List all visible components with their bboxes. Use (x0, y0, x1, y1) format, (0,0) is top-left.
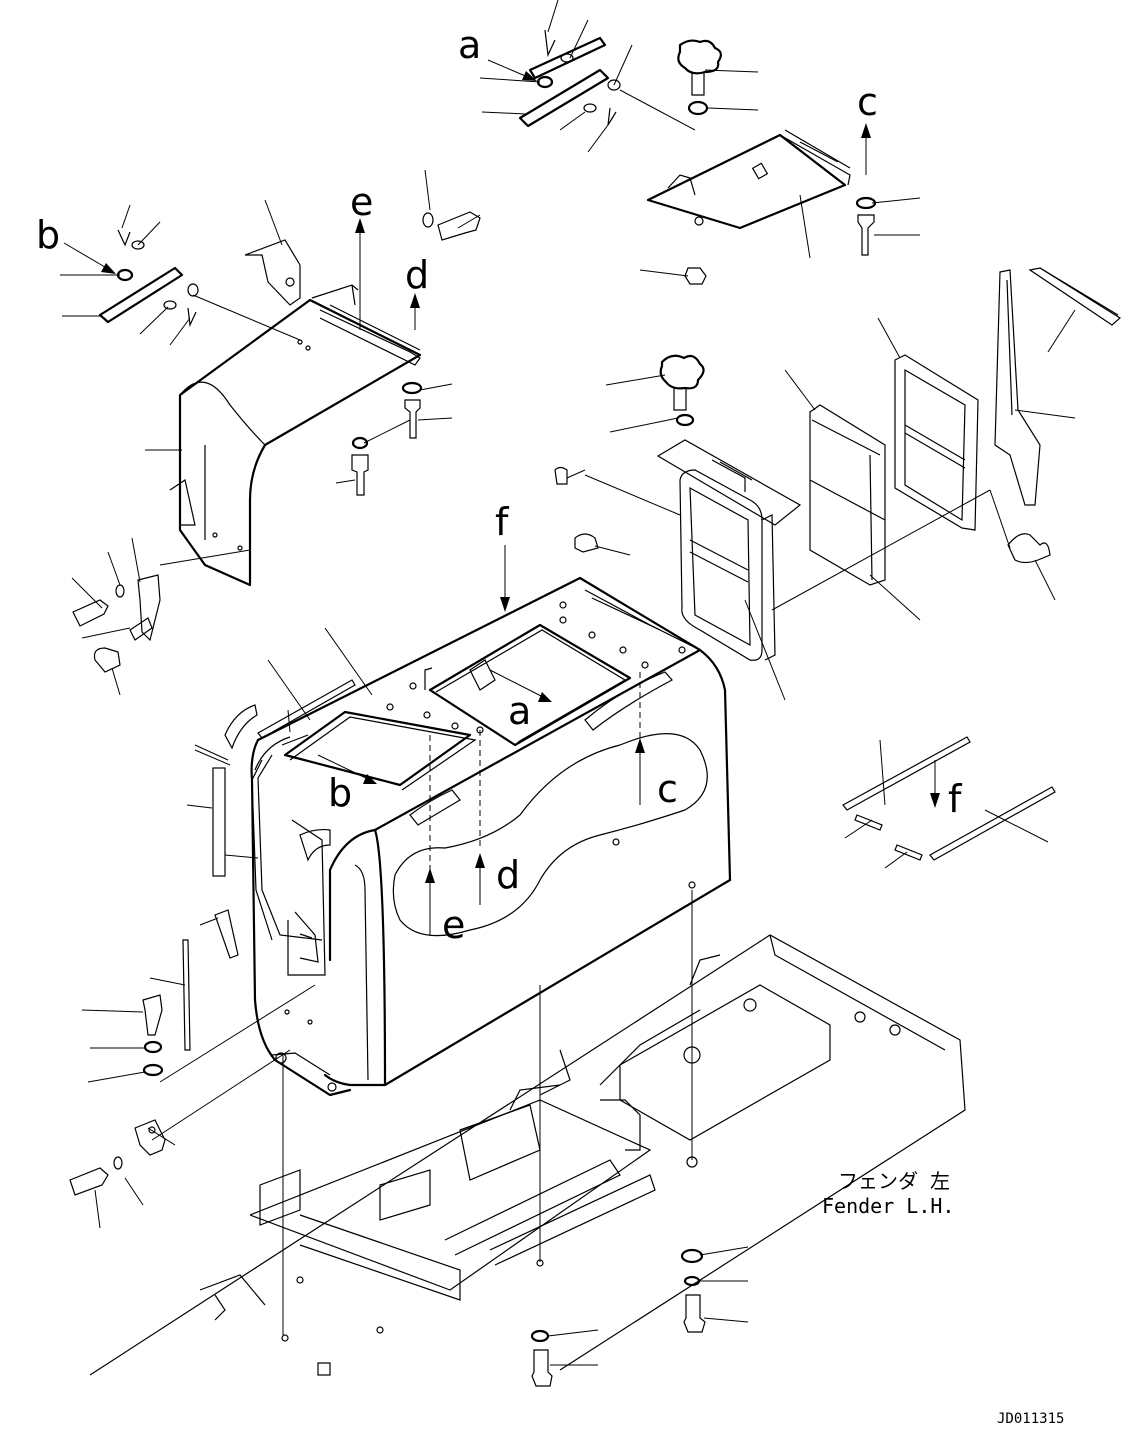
left-cover (169, 239, 422, 587)
leader-lines (60, 0, 1076, 1366)
reference-arrows (63, 59, 940, 935)
callout-c-body: c (657, 767, 678, 811)
callout-a-top: a (458, 23, 481, 67)
callout-d-top: d (405, 253, 429, 297)
caption-english: Fender L.H. (822, 1194, 954, 1218)
seal-strips-right (842, 736, 1056, 861)
right-cover (646, 129, 851, 230)
callout-c-top: c (857, 80, 878, 124)
filter-frame-assembly (656, 267, 1122, 661)
callout-f-top: f (495, 500, 510, 544)
callout-e-body: e (442, 903, 465, 947)
toolbox-body (250, 576, 732, 1097)
hidden-lines (429, 672, 641, 870)
callout-f-right: f (948, 777, 963, 821)
callout-labels: a b c e d f a b c d e f (36, 23, 963, 947)
drawing-code: JD011315 (997, 1411, 1064, 1427)
fender-frame (89, 934, 966, 1376)
callout-e-top: e (350, 180, 373, 224)
caption-japanese: フェンダ 左 (838, 1169, 950, 1193)
callout-b-left: b (36, 213, 60, 257)
seal-strips-left (182, 679, 356, 1051)
fasteners (69, 29, 877, 1387)
callout-b-body: b (328, 771, 352, 815)
callout-a-body: a (508, 689, 531, 733)
callout-d-body: d (496, 853, 520, 897)
